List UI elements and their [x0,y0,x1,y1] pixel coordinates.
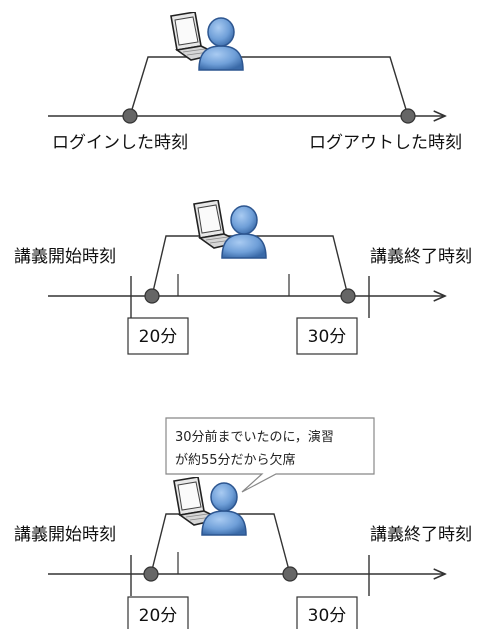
end-window-label: 30分 [308,327,347,347]
start-window-box [127,596,189,629]
bubble-text-line1: 30分前までいたのに，演習 [175,429,334,445]
start-window-label: 20分 [139,327,178,347]
logout-dot [282,566,298,582]
login-dot [122,108,138,124]
lecture-start-label: 講義開始時刻 [14,525,116,545]
login-time-label: ログインした時刻 [52,133,188,153]
end-window-box [296,317,358,355]
start-window-box [127,317,189,355]
logout-time-label: ログアウトした時刻 [309,133,462,153]
panel-lecture-absent: 30分前までいたのに，演習 が約55分だから欠席 講義開始時刻 講義終了時刻 2… [14,417,472,629]
login-dot [143,566,159,582]
login-dot [144,288,160,304]
logout-dot [400,108,416,124]
lecture-end-label: 講義終了時刻 [370,247,472,267]
laptop-icon [170,12,244,71]
end-window-label: 30分 [308,606,347,626]
start-window-label: 20分 [139,606,178,626]
bubble-text-line2: が約55分だから欠席 [175,452,296,468]
panel-login-logout: ログインした時刻 ログアウトした時刻 [48,12,462,153]
logout-dot [340,288,356,304]
lecture-end-label: 講義終了時刻 [370,525,472,545]
laptop-icon [193,200,267,259]
laptop-icon [173,477,247,536]
speech-bubble: 30分前までいたのに，演習 が約55分だから欠席 [165,417,375,493]
presence-bracket [129,56,409,117]
end-window-box [296,596,358,629]
panel-lecture-attended: 講義開始時刻 講義終了時刻 20分 30分 [14,200,472,355]
lecture-start-label: 講義開始時刻 [14,247,116,267]
